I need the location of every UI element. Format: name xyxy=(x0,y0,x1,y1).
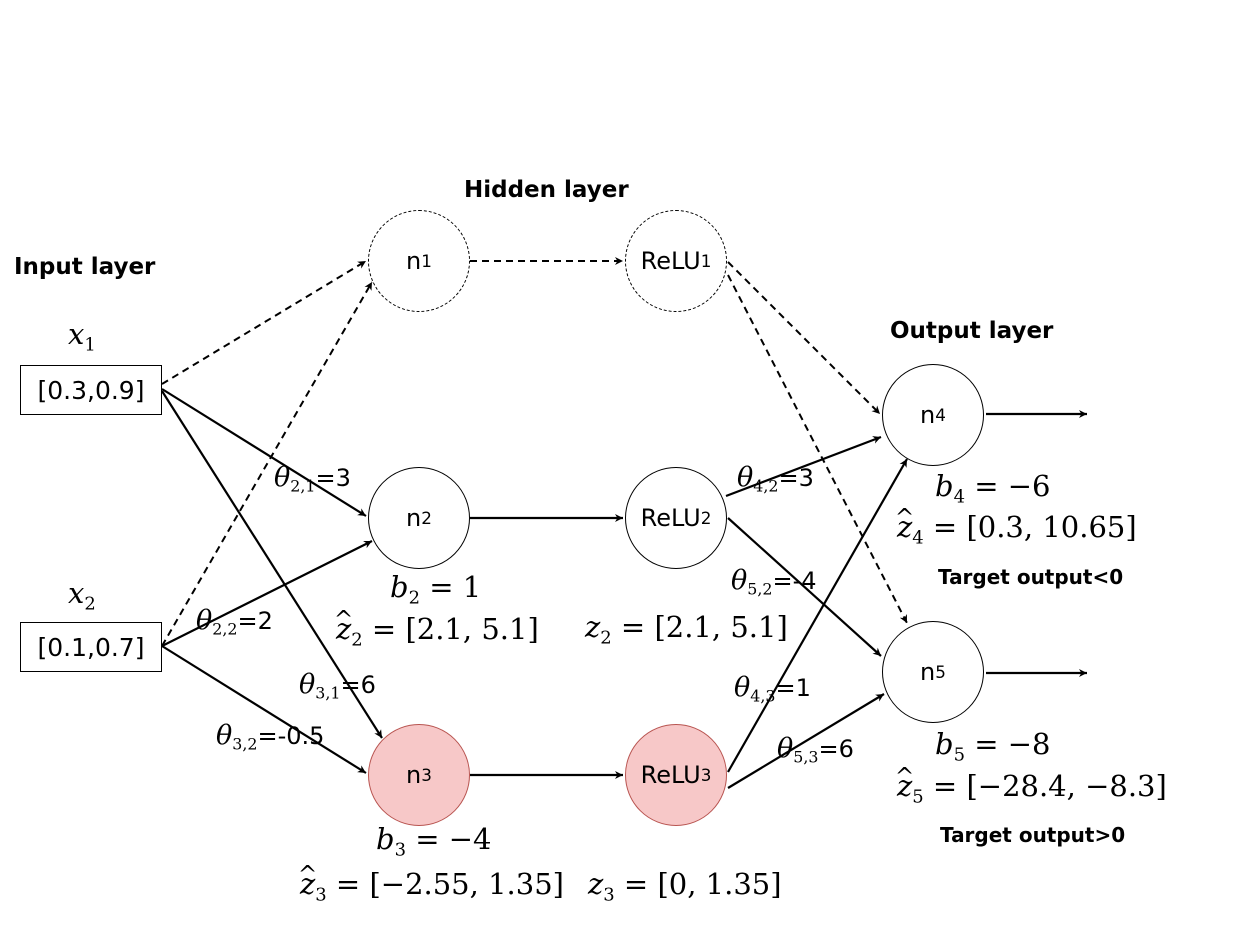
target-label-n5: Target output>0 xyxy=(940,823,1126,847)
bias-label-b2: b2 = 1 xyxy=(390,570,482,609)
bound-label-zhat2: z2 = [2.1, 5.1] xyxy=(336,615,539,649)
input-label-x2: x2 xyxy=(68,576,96,615)
input-box-x2: [0.1,0.7] xyxy=(20,622,162,672)
bound-label-z2: z2 = [2.1, 5.1] xyxy=(585,610,788,649)
target-label-n4: Target output<0 xyxy=(938,565,1124,589)
hidden-layer-heading: Hidden layer xyxy=(464,177,629,203)
bound-label-zhat4: z4 = [0.3, 10.65] xyxy=(897,513,1137,547)
weight-label-theta43: θ4,3=1 xyxy=(734,672,811,706)
edge-relu3-n4 xyxy=(727,458,908,773)
weight-label-theta52: θ5,2=-4 xyxy=(731,565,817,599)
edge-x2-n3 xyxy=(161,645,367,774)
edge-x1-n3 xyxy=(161,390,383,739)
bound-label-z3: z3 = [0, 1.35] xyxy=(588,867,782,906)
edge-x1-n1 xyxy=(161,260,367,385)
bound-label-zhat5: z5 = [−28.4, −8.3] xyxy=(897,772,1167,806)
weight-label-theta32: θ3,2=-0.5 xyxy=(216,720,325,754)
edge-relu1-n4 xyxy=(727,261,881,415)
bias-label-b5: b5 = −8 xyxy=(935,727,1051,766)
bias-label-b4: b4 = −6 xyxy=(935,469,1051,508)
weight-label-theta21: θ2,1=3 xyxy=(274,462,351,496)
edge-relu3-n5 xyxy=(727,693,885,789)
bias-label-b3: b3 = −4 xyxy=(376,822,492,861)
edge-x2-n2 xyxy=(161,540,373,647)
bound-label-zhat3: z3 = [−2.55, 1.35] xyxy=(300,870,564,904)
input-box-x1: [0.3,0.9] xyxy=(20,365,162,415)
input-label-x1: x1 xyxy=(68,317,96,356)
weight-label-theta31: θ3,1=6 xyxy=(299,669,376,703)
output-layer-heading: Output layer xyxy=(890,318,1054,344)
input-layer-heading: Input layer xyxy=(14,254,156,280)
edge-x1-n2 xyxy=(161,388,367,517)
weight-label-theta42: θ4,2=3 xyxy=(737,462,814,496)
edge-relu1-n5 xyxy=(727,274,908,624)
edge-relu2-n5 xyxy=(727,517,882,657)
edge-relu2-n4 xyxy=(725,435,882,498)
weight-label-theta22: θ2,2=2 xyxy=(196,605,273,639)
edge-x2-n1 xyxy=(161,281,373,647)
weight-label-theta53: θ5,3=6 xyxy=(777,733,854,767)
